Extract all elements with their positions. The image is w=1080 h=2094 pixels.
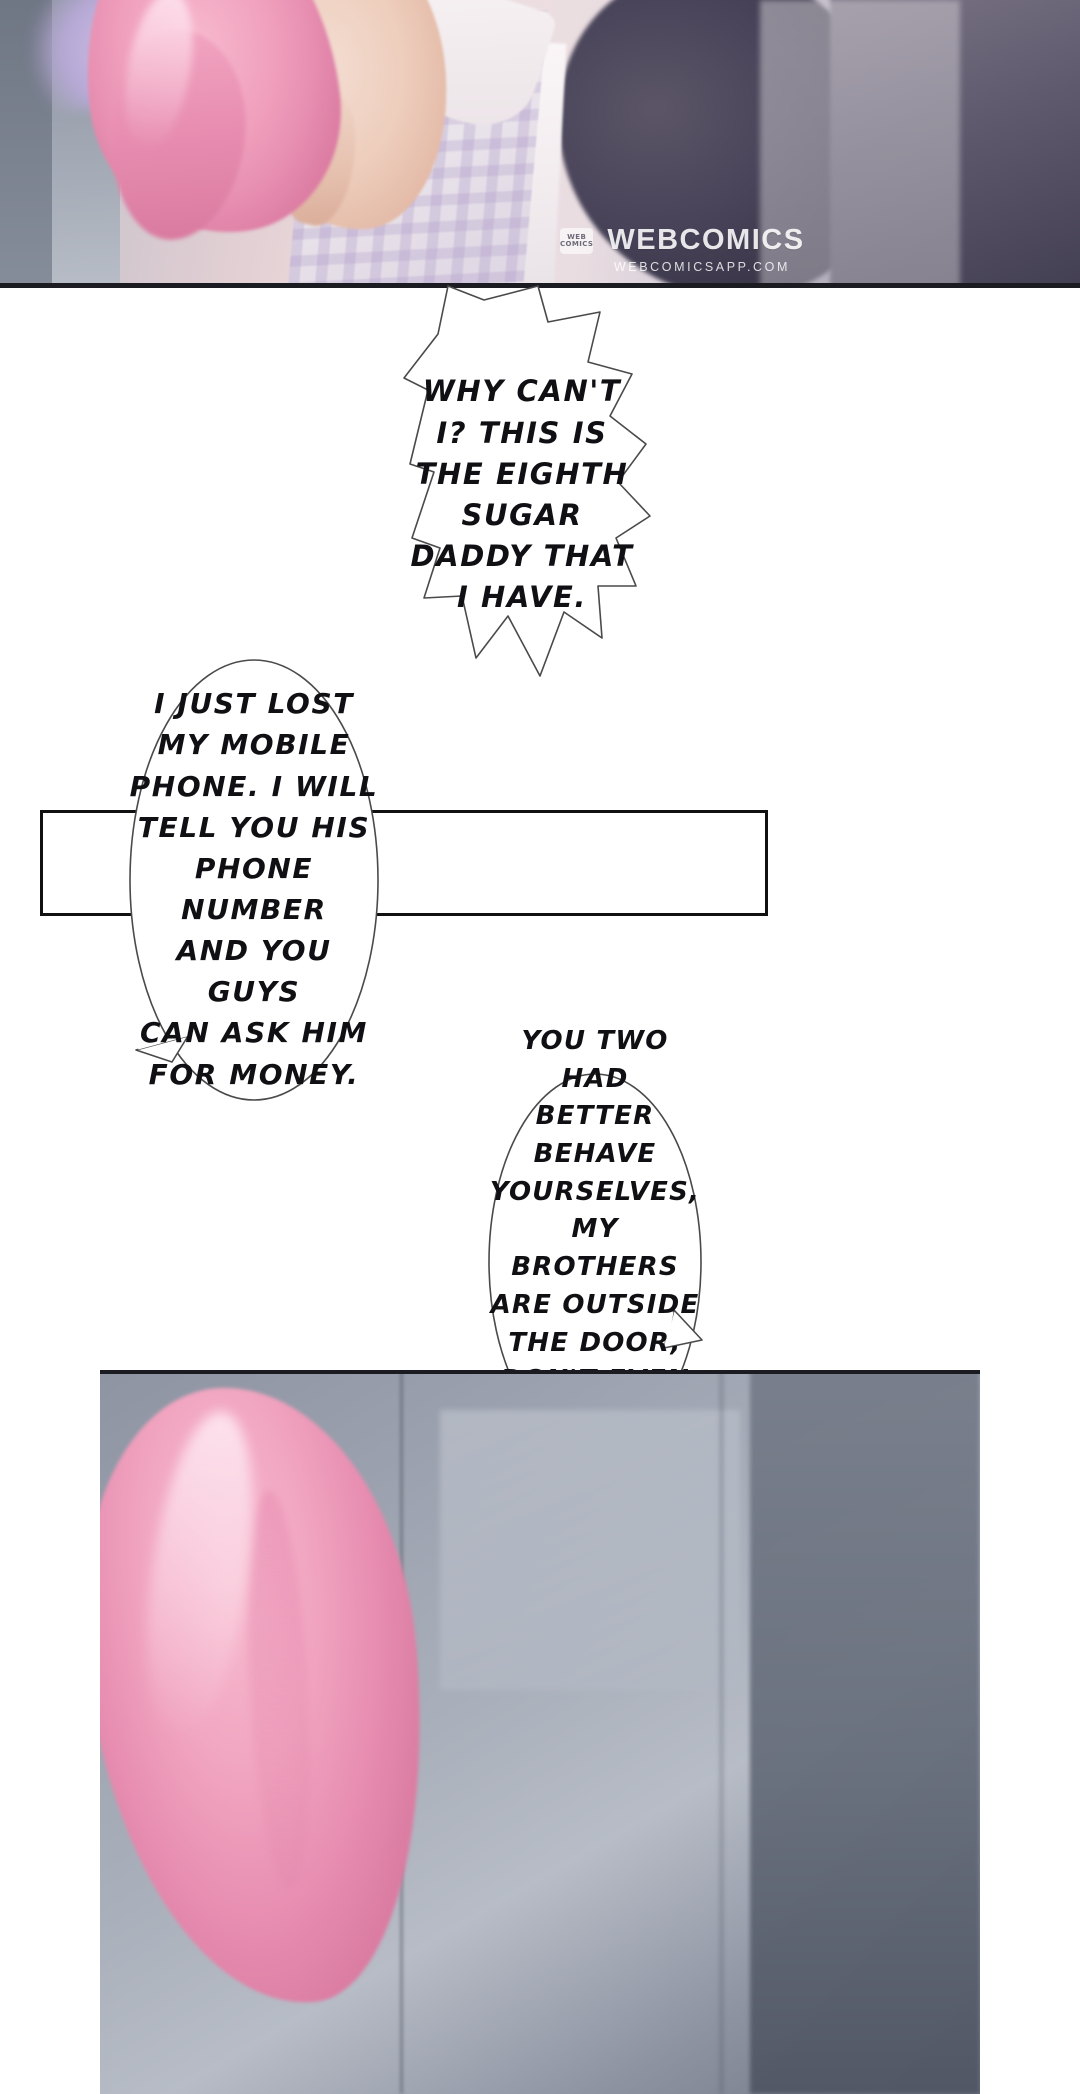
bottom-dark-right — [750, 1370, 980, 2094]
rectangle-outline — [40, 810, 768, 916]
bottom-panel-top-edge — [100, 1370, 980, 1374]
speech-bubble-1: WHY CAN'T I? THIS IS THE EIGHTH SUGAR DA… — [388, 285, 656, 677]
wall-line-2 — [720, 1370, 723, 2094]
speech-bubble-1-shape — [403, 285, 651, 677]
grey-background-block — [760, 0, 960, 288]
speech-bubble-2: I JUST LOST MY MOBILE PHONE. I WILL TELL… — [128, 658, 380, 1120]
speech-bubble-3-shape — [488, 1073, 703, 1451]
speech-bubble-2-text: I JUST LOST MY MOBILE PHONE. I WILL TELL… — [129, 687, 379, 1091]
panel-bottom-edge — [0, 283, 1080, 288]
background-window — [440, 1410, 740, 1690]
top-art-panel: WEB COMICS WEBCOMICS WEBCOMICSAPP.COM — [0, 0, 1080, 288]
speech-bubble-1-text: WHY CAN'T I? THIS IS THE EIGHTH SUGAR DA… — [410, 374, 634, 615]
bottom-art-panel — [100, 1370, 980, 2094]
speech-bubble-2-shape — [129, 659, 379, 1101]
